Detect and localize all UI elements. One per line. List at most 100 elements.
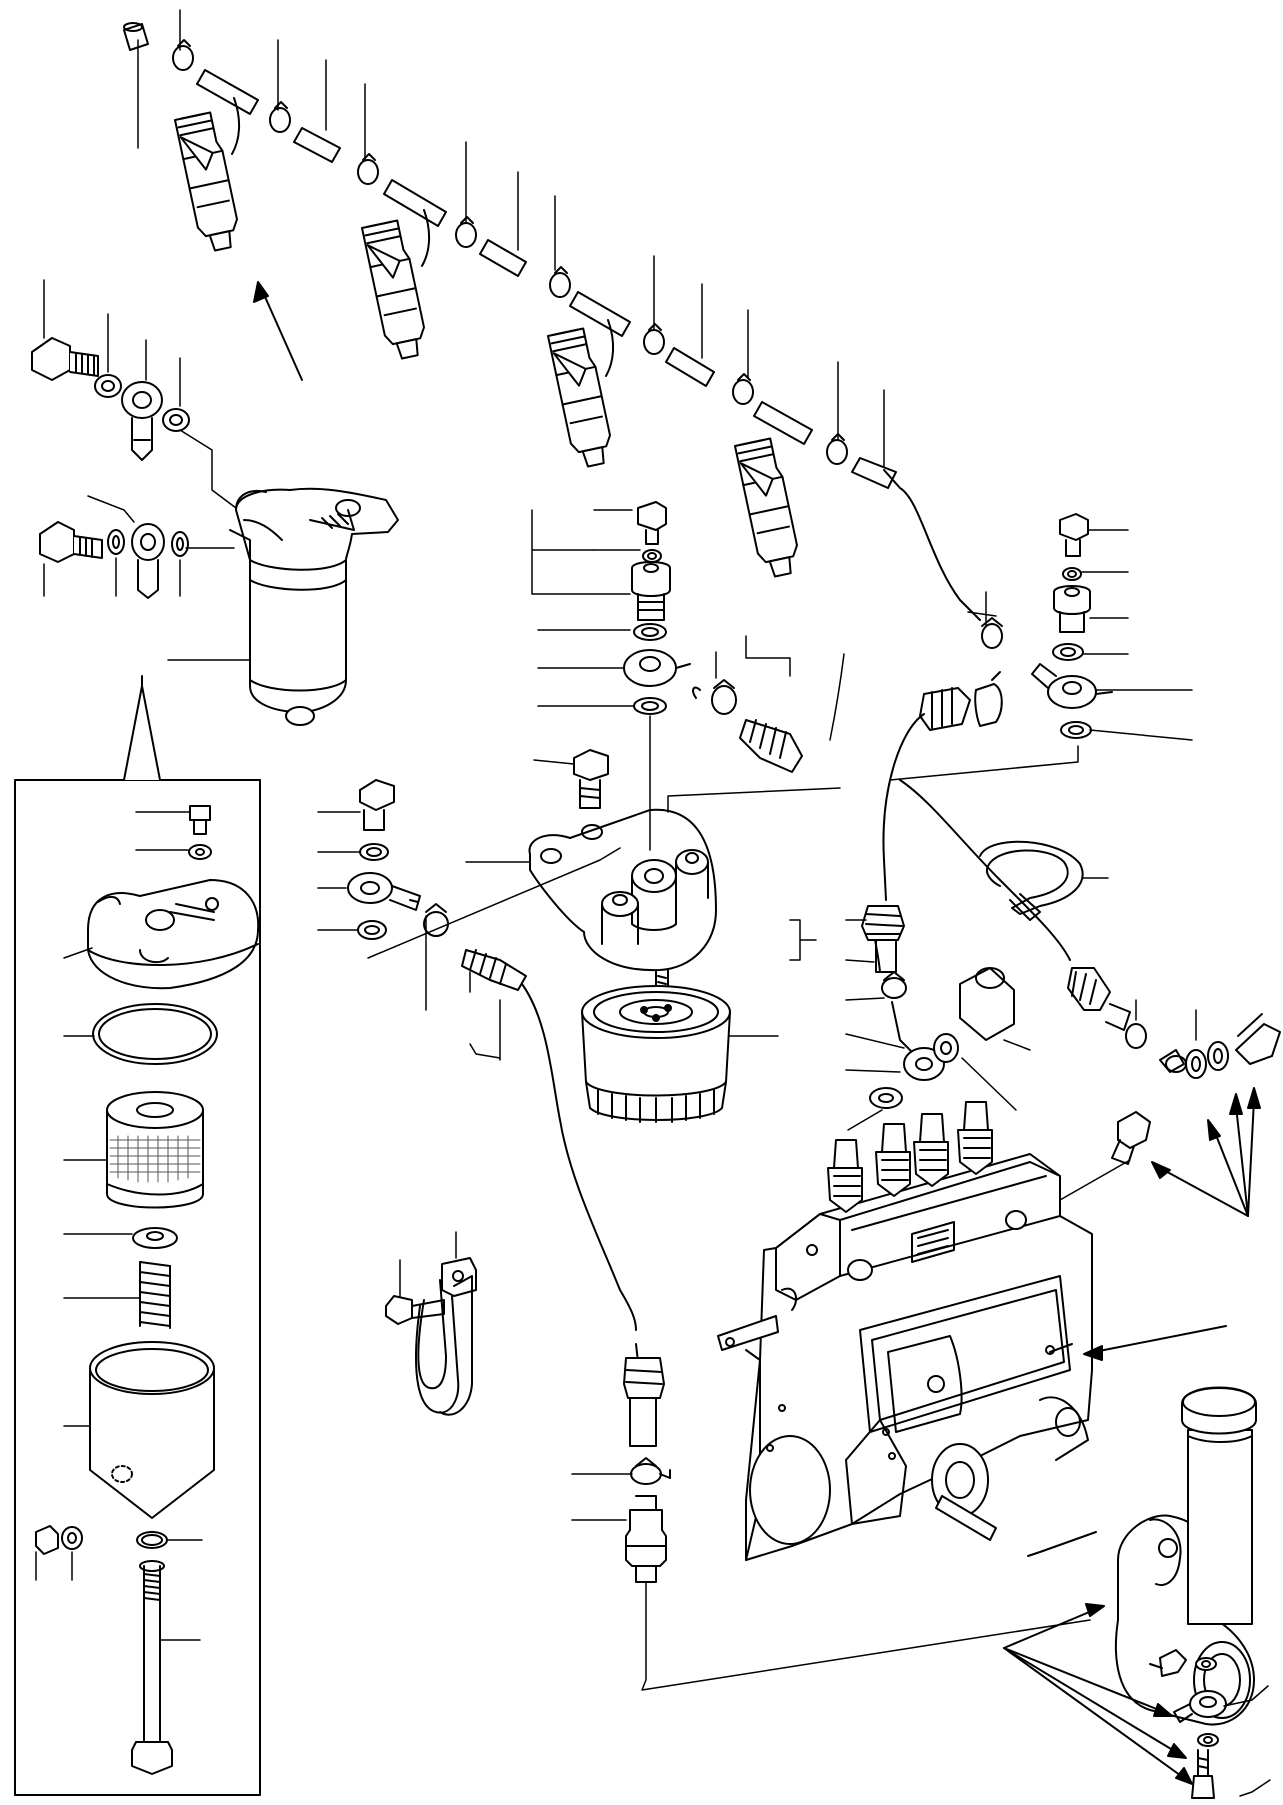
leak-off-hose bbox=[293, 127, 341, 163]
gasket-washer bbox=[94, 374, 122, 398]
gasket-washer bbox=[359, 843, 389, 861]
hose-clip bbox=[711, 679, 737, 715]
hose-clip bbox=[172, 39, 194, 71]
leak-off-pipe-assembly bbox=[123, 22, 981, 621]
leader-lines bbox=[571, 1473, 1091, 1691]
leader-lines bbox=[789, 919, 1197, 1131]
filter-head bbox=[87, 879, 260, 990]
delivery-valve-holder bbox=[913, 1113, 949, 1187]
bracket-bolt bbox=[573, 749, 609, 809]
gasket-washer bbox=[188, 844, 212, 860]
hose-clip bbox=[881, 971, 907, 999]
connector bbox=[625, 1495, 667, 1583]
hose-band bbox=[979, 840, 1084, 921]
hose-clip bbox=[549, 266, 571, 298]
hose-clip bbox=[455, 216, 477, 248]
hose-clip bbox=[981, 617, 1003, 649]
leader-lines bbox=[35, 811, 203, 1641]
tee-fitting bbox=[383, 179, 447, 267]
fuel-filter-assembly bbox=[229, 487, 399, 726]
gasket-washer bbox=[1185, 1049, 1207, 1079]
filter-detail-inset bbox=[14, 675, 261, 1796]
hose-clip bbox=[1125, 1023, 1147, 1049]
injection-nozzle bbox=[361, 219, 425, 360]
injection-nozzle bbox=[734, 437, 798, 578]
hose-clip-group bbox=[692, 679, 803, 773]
delivery-valve-holder bbox=[827, 1139, 863, 1213]
gasket-washer bbox=[642, 549, 662, 563]
banjo-fitting bbox=[1173, 1690, 1227, 1723]
filter-element bbox=[106, 1091, 204, 1209]
banjo-bolt bbox=[1149, 1649, 1187, 1677]
gasket-washer bbox=[171, 531, 189, 557]
banjo-bolt bbox=[1191, 1749, 1215, 1799]
tee-fitting bbox=[569, 291, 631, 377]
hose-clip bbox=[357, 153, 379, 185]
delivery-valve-holder bbox=[957, 1101, 993, 1175]
leak-off-hose bbox=[665, 347, 715, 387]
leader-lines bbox=[317, 509, 841, 1061]
o-ring bbox=[136, 1531, 168, 1549]
injection-pump bbox=[717, 1101, 1093, 1561]
fuel-hose bbox=[882, 687, 971, 901]
gasket-washer bbox=[107, 529, 125, 555]
banjo-bolt bbox=[31, 337, 99, 381]
connector bbox=[959, 967, 1015, 1041]
banjo-bolt bbox=[1059, 513, 1089, 557]
gasket-washer bbox=[633, 623, 667, 641]
leak-off-hose bbox=[851, 457, 897, 489]
fuel-hose bbox=[461, 949, 637, 1331]
leader-lines bbox=[715, 611, 997, 741]
hose-clip bbox=[630, 1457, 671, 1485]
hose-adapter bbox=[1053, 585, 1091, 633]
leader-lines bbox=[137, 9, 885, 467]
leader-lines bbox=[889, 529, 1193, 781]
gasket-washer bbox=[933, 1033, 959, 1063]
gasket-washer bbox=[1195, 1657, 1217, 1671]
hose-clip bbox=[423, 903, 449, 937]
injection-nozzle bbox=[547, 327, 611, 468]
gasket-washer bbox=[1052, 643, 1084, 661]
banjo-bolt bbox=[359, 779, 395, 831]
pipe-clamp bbox=[974, 671, 1003, 727]
hose-clip bbox=[732, 373, 754, 405]
filter-bracket-assembly bbox=[317, 501, 841, 1331]
fuel-hose bbox=[899, 779, 1131, 1031]
air-vent-bolt bbox=[189, 805, 211, 835]
hose-clip bbox=[826, 433, 848, 465]
banjo-bolt bbox=[39, 521, 103, 563]
end-cap bbox=[123, 22, 149, 51]
gasket-washer bbox=[61, 1526, 83, 1550]
banjo-fitting bbox=[121, 381, 163, 461]
o-ring bbox=[92, 1003, 218, 1065]
pointer-arrow bbox=[1083, 1325, 1227, 1361]
banjo-fitting bbox=[891, 1001, 945, 1081]
gasket-washer bbox=[1062, 567, 1082, 581]
fuel-hose bbox=[739, 719, 803, 773]
filter-bowl bbox=[89, 1341, 215, 1519]
leader-lines bbox=[43, 279, 237, 597]
priming-pump bbox=[1181, 1386, 1257, 1625]
tee-fitting bbox=[753, 401, 813, 445]
hose-adapter bbox=[631, 561, 671, 621]
spin-on-filter bbox=[581, 985, 731, 1123]
gasket-washer bbox=[633, 697, 667, 715]
leak-off-hose bbox=[479, 239, 527, 277]
seat-washer bbox=[132, 1227, 178, 1249]
gasket-washer bbox=[869, 1087, 903, 1109]
spring bbox=[139, 1261, 171, 1329]
leader-lines bbox=[399, 1231, 457, 1297]
pointer-arrow bbox=[253, 281, 303, 381]
banjo-bolt bbox=[637, 501, 667, 545]
banjo-fitting bbox=[623, 649, 691, 687]
drain-plug bbox=[35, 1525, 59, 1555]
gasket-washer bbox=[1207, 1041, 1229, 1071]
banjo-bolt bbox=[1111, 1111, 1151, 1165]
injection-nozzle bbox=[174, 111, 238, 252]
delivery-valve-holder bbox=[875, 1123, 911, 1197]
filter-head bbox=[528, 808, 717, 991]
fuel-hose bbox=[623, 1343, 665, 1447]
leader-lines bbox=[1223, 1685, 1271, 1797]
gasket-washer bbox=[162, 408, 190, 432]
